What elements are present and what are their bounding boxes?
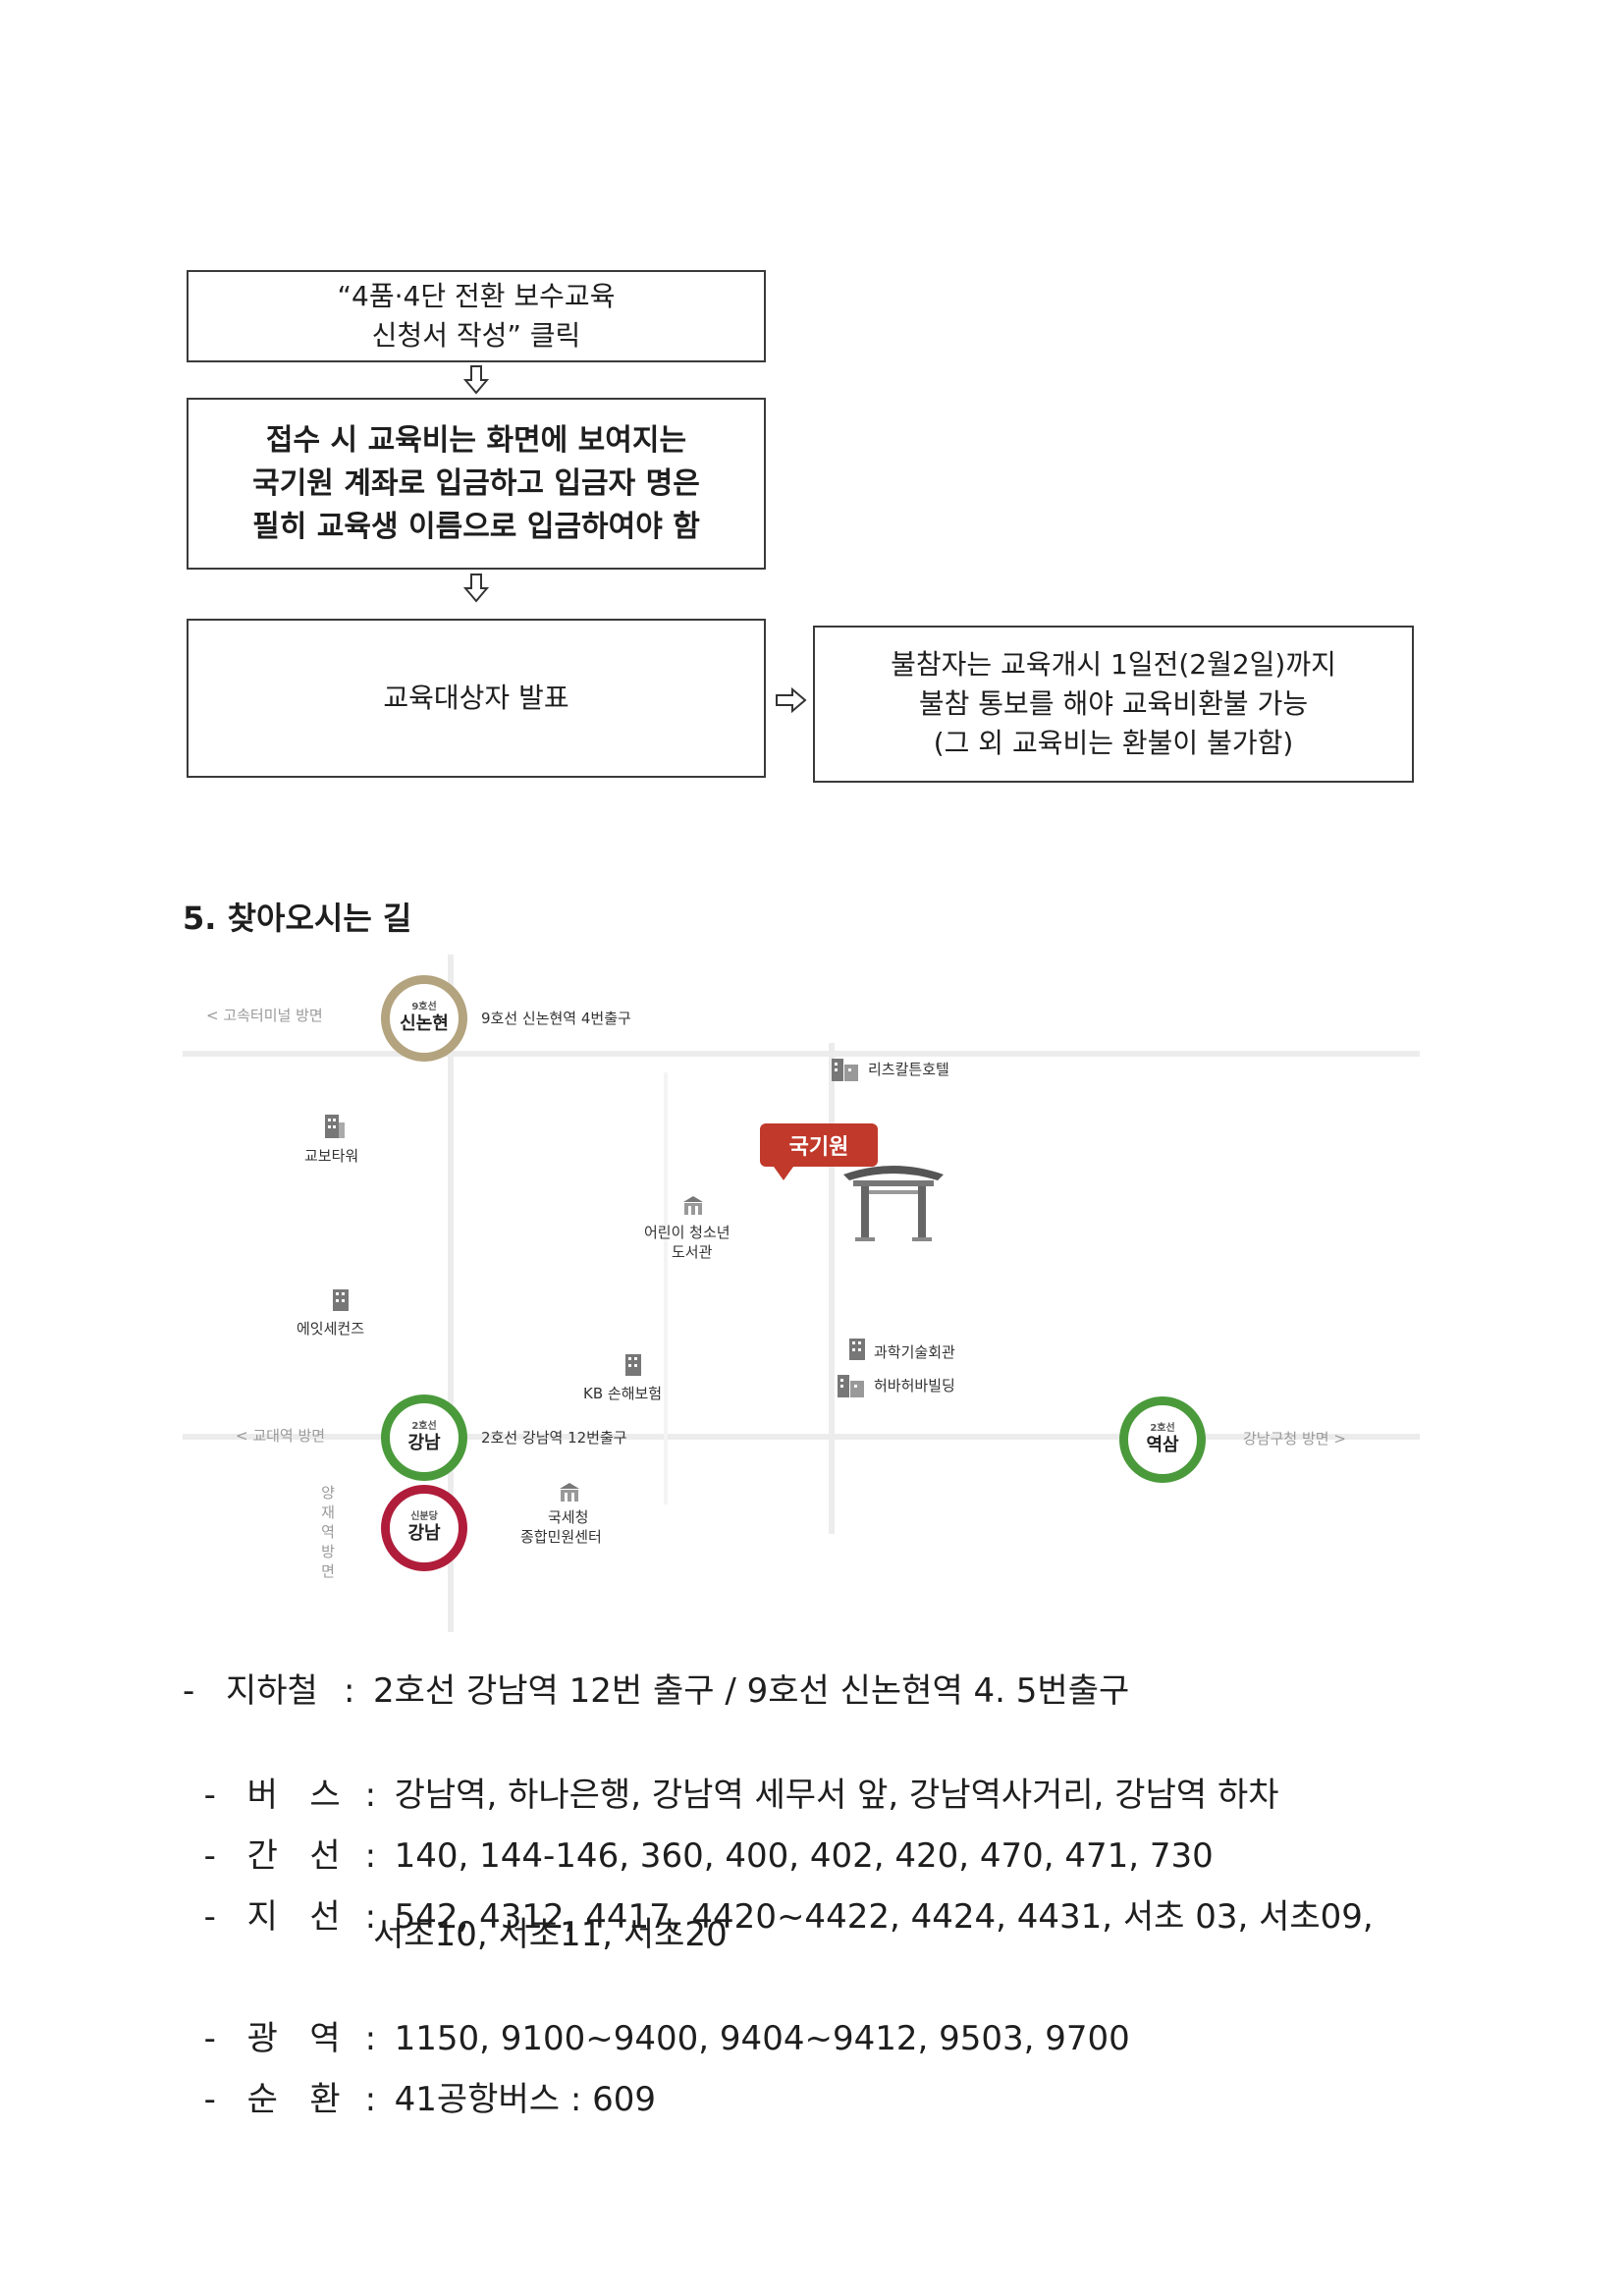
flow-step-announce-line-1: 교육대상자 발표 bbox=[383, 682, 569, 714]
exit-sinnonhyeon: 9호선 신논현역 4번출구 bbox=[481, 1010, 631, 1027]
direction-gangnam-gu-office: 강남구청 방면 > bbox=[1243, 1430, 1346, 1448]
label-kb-insurance: KB 손해보험 bbox=[583, 1385, 663, 1402]
info-value-wide: 1150, 9100~9400, 9404~9412, 9503, 9700 bbox=[394, 2019, 1130, 2058]
info-value-subway: 2호선 강남역 12번 출구 / 9호선 신논현역 4. 5번출구 bbox=[373, 1671, 1130, 1711]
info-label-subway: 지하철 bbox=[226, 1671, 318, 1711]
down-arrow-icon bbox=[463, 574, 489, 603]
info-label-bus: 버 스 bbox=[246, 1776, 341, 1815]
building-icon bbox=[332, 1288, 353, 1314]
location-map bbox=[183, 955, 1420, 1642]
info-value-trunk: 140, 144-146, 360, 400, 402, 420, 470, 4… bbox=[394, 1836, 1214, 1876]
road-top bbox=[183, 1051, 1420, 1057]
label-tax-office-line-1: 국세청 bbox=[548, 1508, 589, 1526]
station-gangnam-sinbundang-line: 신분당 bbox=[410, 1511, 438, 1522]
label-tax-office-line-2: 종합민원센터 bbox=[520, 1528, 602, 1546]
library-icon bbox=[681, 1194, 703, 1220]
label-library-line-1: 어린이 청소년 bbox=[644, 1224, 730, 1241]
library-icon bbox=[558, 1481, 579, 1506]
label-science-hall: 과학기술회관 bbox=[874, 1343, 955, 1361]
info-label-trunk: 간 선 bbox=[246, 1836, 341, 1876]
info-label-wide: 광 역 bbox=[246, 2019, 341, 2058]
right-arrow-icon bbox=[776, 687, 807, 713]
station-yeoksam-line: 2호선 bbox=[1150, 1423, 1175, 1434]
road-map-edge bbox=[664, 1072, 668, 1504]
info-value-circular: 41공항버스 : 609 bbox=[394, 2080, 656, 2119]
info-row-trunk: -간 선:140, 144-146, 360, 400, 402, 420, 4… bbox=[203, 1836, 1214, 1876]
direction-gyodae: < 교대역 방면 bbox=[236, 1427, 326, 1445]
flow-step-announce: 교육대상자 발표 bbox=[187, 619, 766, 778]
flow-step-refund-line-2: 불참 통보를 해야 교육비환불 가능 bbox=[918, 687, 1309, 720]
info-value-bus: 강남역, 하나은행, 강남역 세무서 앞, 강남역사거리, 강남역 하차 bbox=[394, 1776, 1279, 1815]
flow-step-refund-line-3: (그 외 교육비는 환불이 불가함) bbox=[933, 727, 1294, 759]
flow-step-apply-line-1: “4품·4단 전환 보수교육 bbox=[337, 280, 616, 312]
kukkiwon-marker: 국기원 bbox=[760, 1123, 878, 1180]
label-ritz-carlton: 리츠칼튼호텔 bbox=[868, 1061, 949, 1078]
flow-step-refund: 불참자는 교육개시 1일전(2월2일)까지 불참 통보를 해야 교육비환불 가능… bbox=[813, 626, 1414, 783]
building-icon bbox=[624, 1353, 646, 1379]
info-row-circular: -순 환:41공항버스 : 609 bbox=[203, 2080, 656, 2119]
flow-step-payment-line-3: 필히 교육생 이름으로 입금하여야 함 bbox=[252, 509, 700, 544]
kukkiwon-gate-icon bbox=[839, 1155, 947, 1247]
info-label-branch: 지 선 bbox=[246, 1897, 341, 1937]
label-eight-seconds: 에잇세컨즈 bbox=[297, 1320, 365, 1338]
info-label-circular: 순 환 bbox=[246, 2080, 341, 2119]
station-sinnonhyeon-name: 신논현 bbox=[400, 1013, 449, 1034]
road-right bbox=[829, 1043, 835, 1534]
building-icon bbox=[831, 1055, 858, 1081]
info-row-subway: -지하철:2호선 강남역 12번 출구 / 9호선 신논현역 4. 5번출구 bbox=[183, 1671, 1130, 1711]
building-icon bbox=[848, 1338, 870, 1363]
down-arrow-icon bbox=[463, 365, 489, 395]
info-value-branch: 542, 4312, 4417, 4420~4422, 4424, 4431, … bbox=[394, 1897, 1374, 1937]
station-gangnam-sinbundang: 신분당 강남 bbox=[381, 1485, 467, 1571]
info-row-wide: -광 역:1150, 9100~9400, 9404~9412, 9503, 9… bbox=[203, 2019, 1130, 2058]
station-gangnam-line2-line: 2호선 bbox=[411, 1421, 437, 1432]
direction-yangjae: 양재역방면 bbox=[321, 1484, 335, 1580]
info-row-branch-cont: 서초10, 서초11, 서초20 bbox=[183, 1913, 728, 1956]
direction-express-terminal: < 고속터미널 방면 bbox=[206, 1007, 323, 1024]
station-sinnonhyeon-line: 9호선 bbox=[411, 1002, 437, 1012]
info-value-branch-cont: 서초10, 서초11, 서초20 bbox=[373, 1915, 728, 1954]
station-yeoksam: 2호선 역삼 bbox=[1119, 1396, 1206, 1483]
station-sinnonhyeon: 9호선 신논현 bbox=[381, 975, 467, 1062]
station-yeoksam-name: 역삼 bbox=[1146, 1435, 1179, 1455]
flow-step-refund-line-1: 불참자는 교육개시 1일전(2월2일)까지 bbox=[891, 648, 1336, 681]
road-middle bbox=[183, 1434, 1420, 1440]
section-title: 5. 찾아오시는 길 bbox=[183, 900, 412, 937]
flow-step-payment-line-2: 국기원 계좌로 입금하고 입금자 명은 bbox=[252, 465, 700, 501]
label-library-line-2: 도서관 bbox=[672, 1243, 713, 1261]
exit-gangnam: 2호선 강남역 12번출구 bbox=[481, 1429, 627, 1447]
flow-step-payment-line-1: 접수 시 교육비는 화면에 보여지는 bbox=[265, 422, 687, 458]
building-icon bbox=[837, 1371, 864, 1397]
road-left bbox=[448, 955, 454, 1632]
flow-step-apply-line-2: 신청서 작성” 클릭 bbox=[371, 319, 581, 352]
info-row-bus: -버 스:강남역, 하나은행, 강남역 세무서 앞, 강남역사거리, 강남역 하… bbox=[203, 1776, 1279, 1815]
building-icon bbox=[324, 1114, 346, 1139]
label-kyobo-tower: 교보타워 bbox=[304, 1147, 359, 1165]
info-row-branch: -지 선:542, 4312, 4417, 4420~4422, 4424, 4… bbox=[203, 1897, 1374, 1937]
flow-step-payment: 접수 시 교육비는 화면에 보여지는 국기원 계좌로 입금하고 입금자 명은 필… bbox=[187, 398, 766, 570]
station-gangnam-line2-name: 강남 bbox=[407, 1433, 441, 1453]
station-gangnam-sinbundang-name: 강남 bbox=[407, 1523, 441, 1544]
flow-step-apply: “4품·4단 전환 보수교육 신청서 작성” 클릭 bbox=[187, 270, 766, 362]
label-herbalife-building: 허바허바빌딩 bbox=[874, 1377, 955, 1394]
station-gangnam-line2: 2호선 강남 bbox=[381, 1394, 467, 1481]
